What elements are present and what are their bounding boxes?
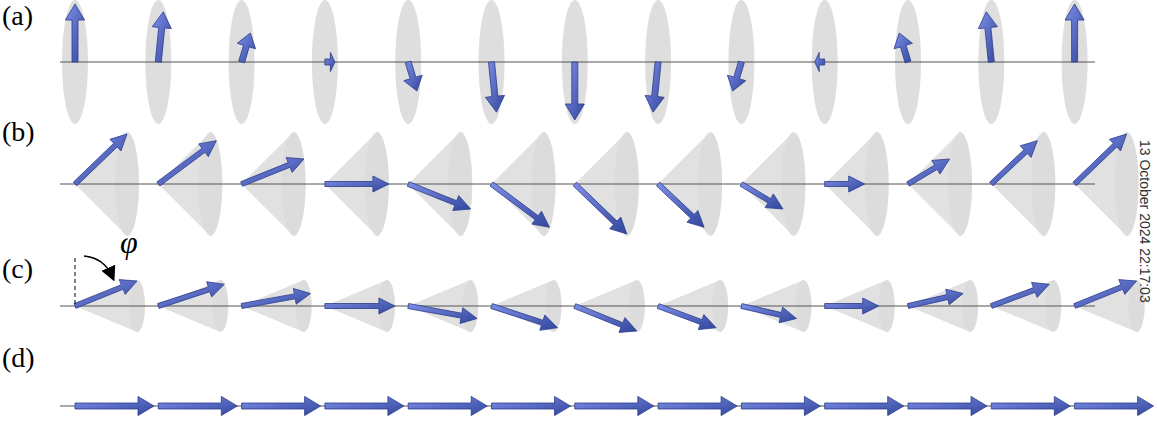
spin-arrow xyxy=(237,33,255,63)
spin-arrow xyxy=(1074,280,1137,309)
spin-arrow xyxy=(408,304,477,324)
spin-arrow xyxy=(741,396,820,415)
spin-arrow xyxy=(741,304,797,323)
spin-arrow xyxy=(75,396,154,415)
spin-arrow xyxy=(241,289,310,309)
spin-arrow xyxy=(158,396,237,415)
spin-arrow xyxy=(990,282,1049,308)
precession-cone xyxy=(325,132,389,236)
spin-arrow xyxy=(407,182,470,211)
spin-arrow xyxy=(74,280,137,309)
spin-arrow xyxy=(491,304,558,331)
spin-arrow xyxy=(907,159,950,186)
precession-cone xyxy=(325,280,395,332)
angle-arrow xyxy=(84,256,112,276)
panel-label: (d) xyxy=(2,344,35,372)
reference-line xyxy=(75,258,76,306)
spin-arrow xyxy=(325,396,404,415)
spin-arrow xyxy=(991,396,1070,415)
spin-arrow xyxy=(152,12,171,63)
panel-label: (a) xyxy=(2,2,33,30)
spin-arrow xyxy=(727,61,745,91)
spin-arrow xyxy=(325,176,389,192)
spin-arrow xyxy=(825,298,879,314)
spin-arrow xyxy=(158,282,225,309)
spin-arrow xyxy=(157,141,217,186)
spin-arrow xyxy=(65,4,84,62)
spin-arrow xyxy=(404,61,422,91)
spin-arrow xyxy=(1065,4,1084,62)
spin-arrow xyxy=(656,182,704,227)
spin-arrow xyxy=(740,182,783,209)
spin-arrow xyxy=(658,396,737,415)
spin-arrow xyxy=(241,158,304,187)
spin-arrow xyxy=(815,52,825,71)
spin-arrow xyxy=(492,396,571,415)
spin-arrow xyxy=(565,62,584,120)
spin-arrow xyxy=(325,52,335,71)
spin-arrow xyxy=(574,304,637,333)
angle-symbol: φ xyxy=(120,226,138,258)
spin-arrow xyxy=(990,141,1038,186)
spin-arrow xyxy=(325,298,395,314)
spin-arrow xyxy=(1073,134,1127,186)
spin-arrow xyxy=(242,396,321,415)
panel-label: (c) xyxy=(2,255,33,283)
spin-arrow xyxy=(1075,396,1154,415)
spin-arrow xyxy=(657,304,716,330)
panel-label: (b) xyxy=(2,118,35,146)
spin-arrow xyxy=(408,396,487,415)
spin-arrow xyxy=(894,33,912,63)
spin-arrow xyxy=(575,396,654,415)
spin-arrow xyxy=(978,12,997,63)
spin-arrow xyxy=(907,289,963,308)
spin-arrow xyxy=(825,396,904,415)
spin-arrow xyxy=(490,182,550,227)
spin-arrow xyxy=(908,396,987,415)
spin-arrow xyxy=(485,62,504,112)
spin-arrow xyxy=(573,182,627,234)
timestamp-watermark: 13 October 2024 22:17:03 xyxy=(1138,140,1152,303)
spin-arrow xyxy=(825,176,865,192)
spin-arrow xyxy=(73,134,127,186)
spin-arrow xyxy=(645,62,664,112)
